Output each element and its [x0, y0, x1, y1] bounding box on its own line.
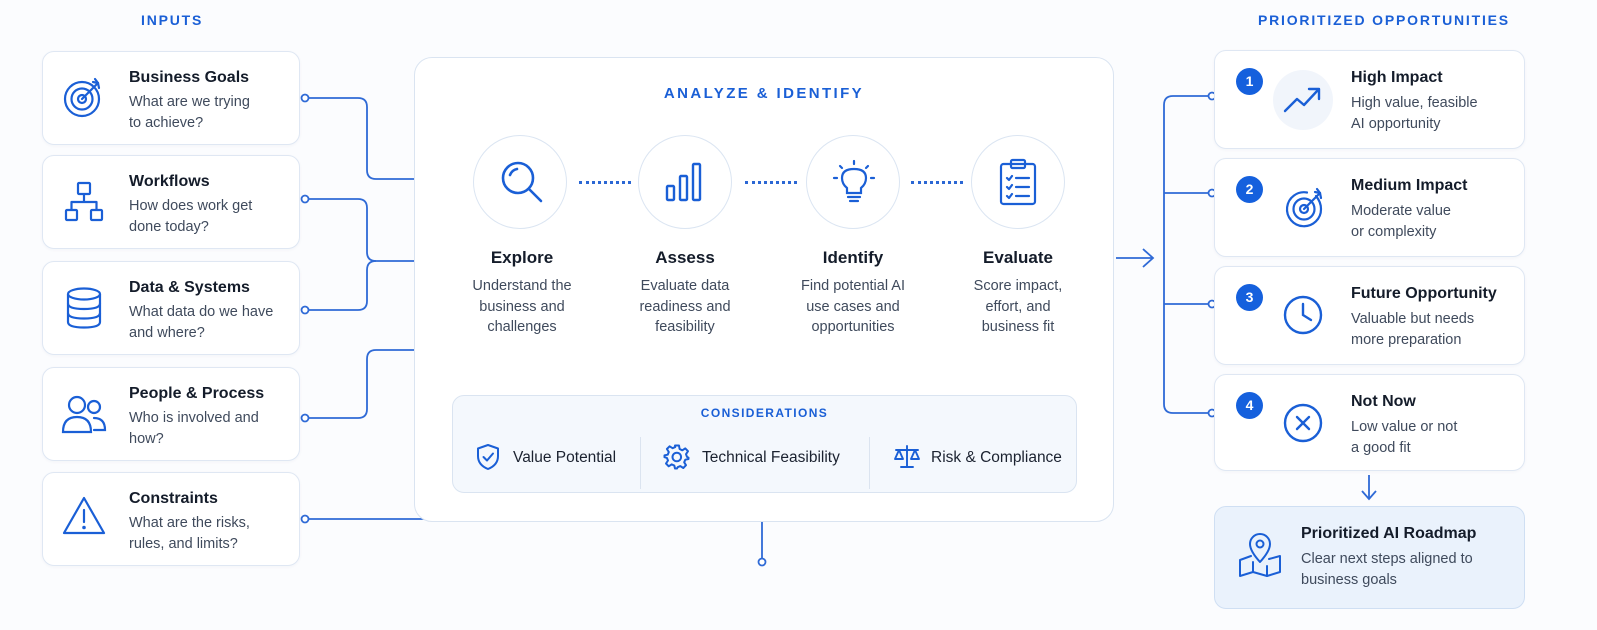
warning-icon: [62, 496, 106, 535]
step-connector-dots: [579, 181, 631, 184]
analyze-title: ANALYZE & IDENTIFY: [663, 85, 865, 102]
output-title: Future Opportunity: [1351, 285, 1497, 302]
output-card-future-opportunity[interactable]: 3 Future Opportunity Valuable but needs …: [1214, 266, 1525, 365]
outputs-title: PRIORITIZED OPPORTUNITIES: [1258, 12, 1510, 28]
org-chart-icon: [64, 181, 104, 222]
step-desc: Evaluate data readiness and feasibility: [639, 278, 731, 335]
shield-check-icon: [477, 444, 499, 470]
input-desc: How does work get done today?: [129, 198, 253, 235]
step-identify-circle[interactable]: [806, 135, 900, 229]
step-desc: Score impact, effort, and business fit: [973, 278, 1063, 335]
input-card-data-systems[interactable]: Data & Systems What data do we have and …: [42, 261, 300, 355]
scales-icon: [894, 445, 920, 468]
output-title: Medium Impact: [1351, 177, 1468, 194]
gear-icon: [663, 444, 690, 470]
step-explore-circle[interactable]: [473, 135, 567, 229]
input-title: People & Process: [129, 385, 265, 402]
rank-badge: 2: [1236, 176, 1263, 203]
input-card-people-process[interactable]: People & Process Who is involved and how…: [42, 367, 300, 461]
step-desc: Find potential AI use cases and opportun…: [801, 278, 905, 335]
output-desc: Low value or not a good fit: [1351, 419, 1458, 456]
roadmap-desc: Clear next steps aligned to business goa…: [1301, 551, 1473, 588]
considerations-panel: [452, 395, 1077, 493]
step-connector-dots: [745, 181, 797, 184]
search-icon: [501, 161, 543, 203]
input-card-workflows[interactable]: Workflows How does work get done today?: [42, 155, 300, 249]
output-desc: Valuable but needs more preparation: [1351, 311, 1475, 348]
output-desc: High value, feasible AI opportunity: [1351, 95, 1478, 132]
consideration-risk-compliance: Risk & Compliance: [931, 449, 1062, 466]
consideration-technical-feasibility: Technical Feasibility: [702, 449, 840, 466]
input-desc: What data do we have and where?: [129, 304, 274, 341]
output-card-not-now[interactable]: 4 Not Now Low value or not a good fit: [1214, 374, 1525, 471]
input-desc: Who is involved and how?: [129, 410, 259, 447]
step-connector-dots: [911, 181, 963, 184]
input-desc: What are we trying to achieve?: [129, 94, 250, 131]
output-card-medium-impact[interactable]: 2 Medium Impact Moderate value or comple…: [1214, 158, 1525, 257]
input-title: Business Goals: [129, 69, 250, 86]
step-desc: Understand the business and challenges: [472, 278, 572, 335]
step-title: Identify: [822, 248, 884, 267]
input-desc: What are the risks, rules, and limits?: [129, 515, 250, 552]
step-assess-circle[interactable]: [638, 135, 732, 229]
lightbulb-icon: [832, 159, 876, 203]
clipboard-checklist-icon: [999, 158, 1037, 206]
inputs-title: INPUTS: [141, 12, 204, 28]
input-card-business-goals[interactable]: Business Goals What are we trying to ach…: [42, 51, 300, 145]
target-icon: [1285, 187, 1323, 228]
output-desc: Moderate value or complexity: [1351, 203, 1451, 240]
roadmap-title: Prioritized AI Roadmap: [1301, 525, 1477, 542]
output-title: High Impact: [1351, 69, 1443, 86]
divider: [869, 437, 870, 489]
output-title: Not Now: [1351, 393, 1416, 410]
considerations-title: CONSIDERATIONS: [700, 406, 829, 420]
people-icon: [61, 395, 107, 434]
rank-badge: 4: [1236, 392, 1263, 419]
input-card-constraints[interactable]: Constraints What are the risks, rules, a…: [42, 472, 300, 566]
input-title: Workflows: [129, 173, 210, 190]
step-title: Assess: [655, 248, 715, 267]
clock-icon: [1283, 295, 1323, 335]
target-icon: [63, 77, 101, 118]
icon-backdrop: [1273, 70, 1333, 130]
step-title: Evaluate: [983, 248, 1053, 267]
trending-up-icon: [1283, 87, 1321, 113]
input-title: Data & Systems: [129, 279, 250, 296]
output-card-high-impact[interactable]: 1 High Impact High value, feasible AI op…: [1214, 50, 1525, 149]
rank-badge: 3: [1236, 284, 1263, 311]
input-title: Constraints: [129, 490, 218, 507]
roadmap-card[interactable]: Prioritized AI Roadmap Clear next steps …: [1214, 506, 1525, 609]
divider: [640, 437, 641, 489]
map-pin-icon: [1239, 533, 1281, 577]
x-circle-icon: [1283, 403, 1323, 443]
step-evaluate-circle[interactable]: [971, 135, 1065, 229]
consideration-value-potential: Value Potential: [513, 449, 617, 466]
rank-badge: 1: [1236, 68, 1263, 95]
database-icon: [66, 287, 102, 329]
step-title: Explore: [490, 248, 554, 267]
bar-chart-icon: [665, 162, 702, 202]
